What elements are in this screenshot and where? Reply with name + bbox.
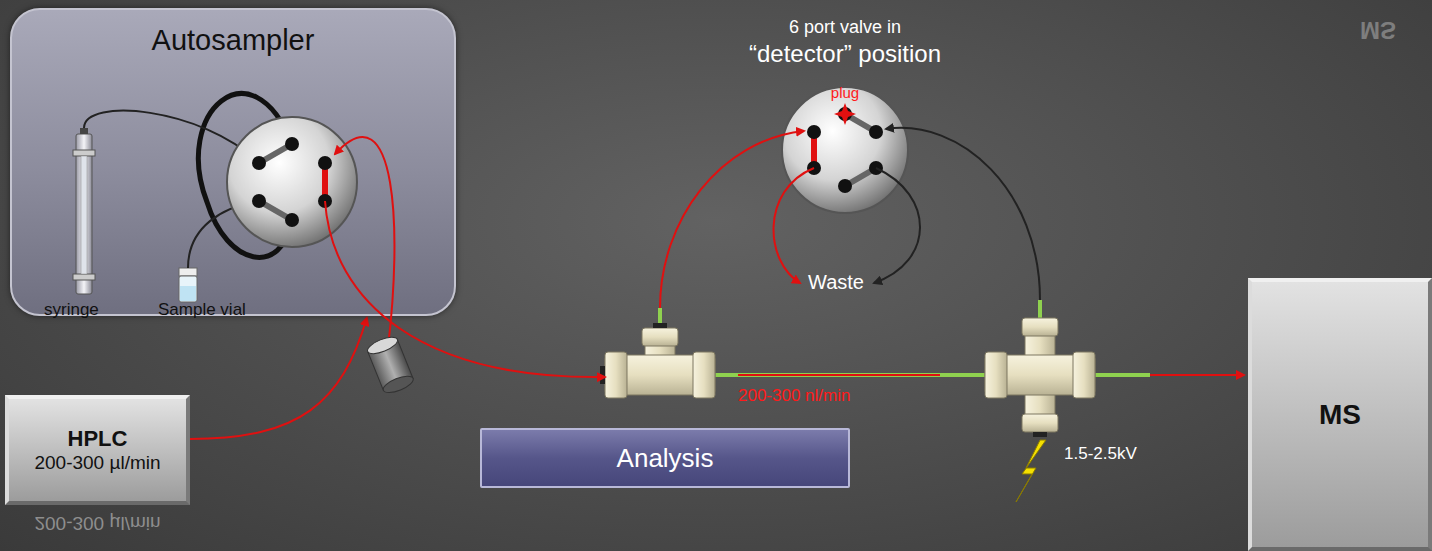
tee-union	[600, 323, 715, 398]
flow-rate: 200-300 nl/min	[738, 386, 850, 406]
waste-label: Waste	[808, 271, 864, 294]
tubing	[1092, 373, 1150, 377]
flow-line	[886, 128, 1040, 300]
cross-union	[985, 318, 1095, 437]
waste-line	[874, 168, 920, 283]
flow-line	[335, 137, 394, 347]
valve-caption: “detector” position	[645, 40, 1045, 68]
flow-line	[1150, 374, 1244, 376]
button-label: Analysis	[617, 443, 714, 474]
sample-vial	[179, 268, 197, 302]
flow-line	[325, 201, 605, 377]
box-title: MS	[1319, 399, 1361, 431]
part-name: Sample vial	[158, 300, 246, 320]
voltage-label: 1.5-2.5kV	[1064, 444, 1137, 464]
flow-connector	[190, 318, 367, 439]
flow-line	[660, 131, 804, 308]
part-name: syringe	[44, 300, 99, 320]
tubing	[712, 373, 988, 377]
plug-mark	[834, 103, 856, 125]
flow-line	[738, 374, 940, 376]
flow-rate: 200-300 µl/min	[34, 452, 160, 474]
injection-valve	[227, 117, 357, 247]
reflection-text: MS	[1360, 16, 1396, 44]
waste-line	[774, 168, 814, 283]
high-voltage-bolt	[1016, 440, 1046, 502]
syringe-symbol	[73, 128, 95, 294]
mode-button: Analysis	[480, 428, 850, 488]
panel-title: Autosampler	[152, 24, 315, 57]
plug-label: plug	[805, 84, 885, 101]
reflection-text: 200-300 µl/min	[5, 512, 190, 534]
pump-box: HPLC200-300 µl/min	[5, 395, 190, 505]
box-title: HPLC	[68, 426, 128, 452]
switch-valve	[782, 87, 908, 213]
autosampler-panel: Autosampler	[10, 8, 456, 316]
mixer-cylinder	[365, 334, 415, 396]
valve-caption: 6 port valve in	[695, 17, 995, 38]
instrument-box: MS	[1248, 278, 1432, 551]
